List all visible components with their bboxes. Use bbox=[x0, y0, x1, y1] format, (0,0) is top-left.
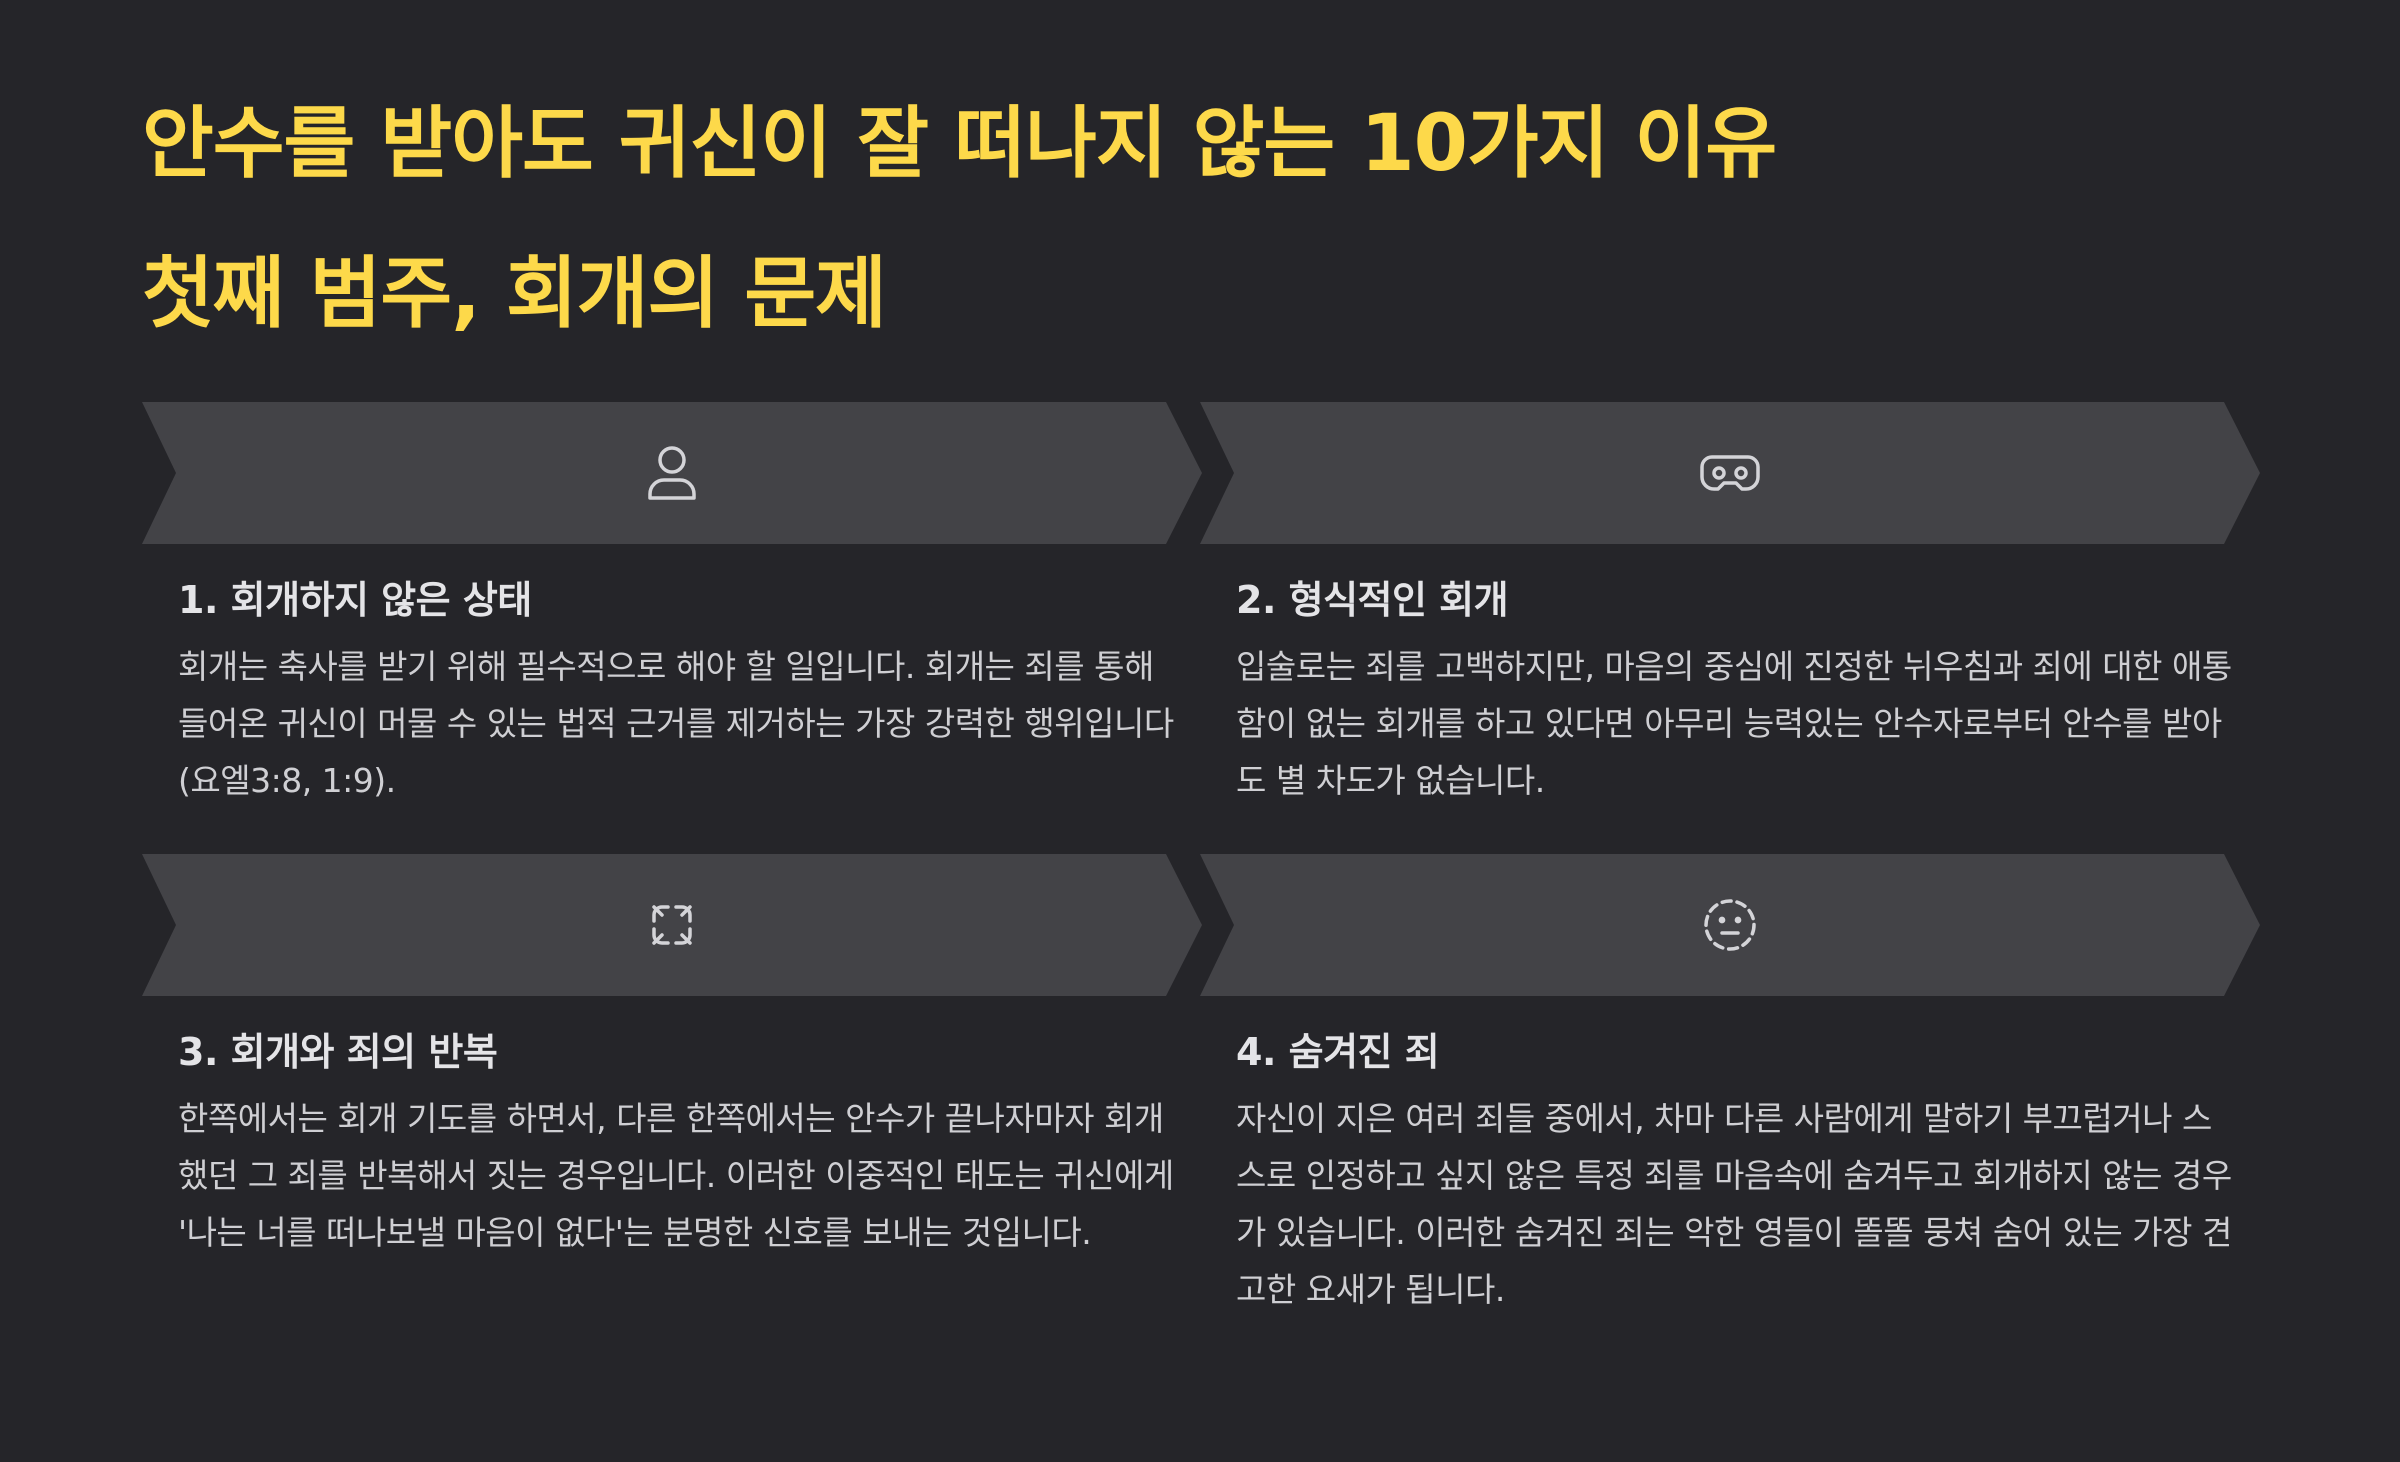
card-title: 2. 형식적인 회개 bbox=[1236, 578, 1509, 622]
dashed-face-icon bbox=[1704, 899, 1756, 951]
card-title: 4. 숨겨진 죄 bbox=[1236, 1030, 1440, 1074]
reason-card-3: 3. 회개와 죄의 반복 한쪽에서는 회개 기도를 하면서, 다른 한쪽에서는 … bbox=[142, 854, 1202, 1261]
card-title: 3. 회개와 죄의 반복 bbox=[178, 1030, 498, 1074]
reason-card-2: 2. 형식적인 회개 입술로는 죄를 고백하지만, 마음의 중심에 진정한 뉘우… bbox=[1200, 402, 2260, 809]
page-subtitle: 첫째 범주, 회개의 문제 bbox=[142, 249, 887, 339]
card-title: 1. 회개하지 않은 상태 bbox=[178, 578, 532, 622]
user-icon bbox=[648, 446, 696, 500]
chevron-banner bbox=[1200, 402, 2260, 544]
chevron-banner bbox=[142, 402, 1202, 544]
card-body: 회개는 축사를 받기 위해 필수적으로 해야 할 일입니다. 회개는 죄를 통해… bbox=[178, 647, 1174, 800]
repeat-arrows-icon bbox=[652, 905, 692, 945]
page-title: 안수를 받아도 귀신이 잘 떠나지 않는 10가지 이유 bbox=[142, 99, 1777, 189]
card-body: 한쪽에서는 회개 기도를 하면서, 다른 한쪽에서는 안수가 끝나자마자 회개했… bbox=[178, 1099, 1174, 1252]
chevron-banner bbox=[142, 854, 1202, 996]
card-body: 자신이 지은 여러 죄들 중에서, 차마 다른 사람에게 말하기 부끄럽거나 스… bbox=[1236, 1099, 2232, 1309]
chevron-banner bbox=[1200, 854, 2260, 996]
card-body: 입술로는 죄를 고백하지만, 마음의 중심에 진정한 뉘우침과 죄에 대한 애통… bbox=[1236, 647, 2232, 800]
reason-card-4: 4. 숨겨진 죄 자신이 지은 여러 죄들 중에서, 차마 다른 사람에게 말하… bbox=[1200, 854, 2260, 1318]
mask-icon bbox=[1700, 455, 1760, 491]
reason-card-1: 1. 회개하지 않은 상태 회개는 축사를 받기 위해 필수적으로 해야 할 일… bbox=[142, 402, 1202, 809]
